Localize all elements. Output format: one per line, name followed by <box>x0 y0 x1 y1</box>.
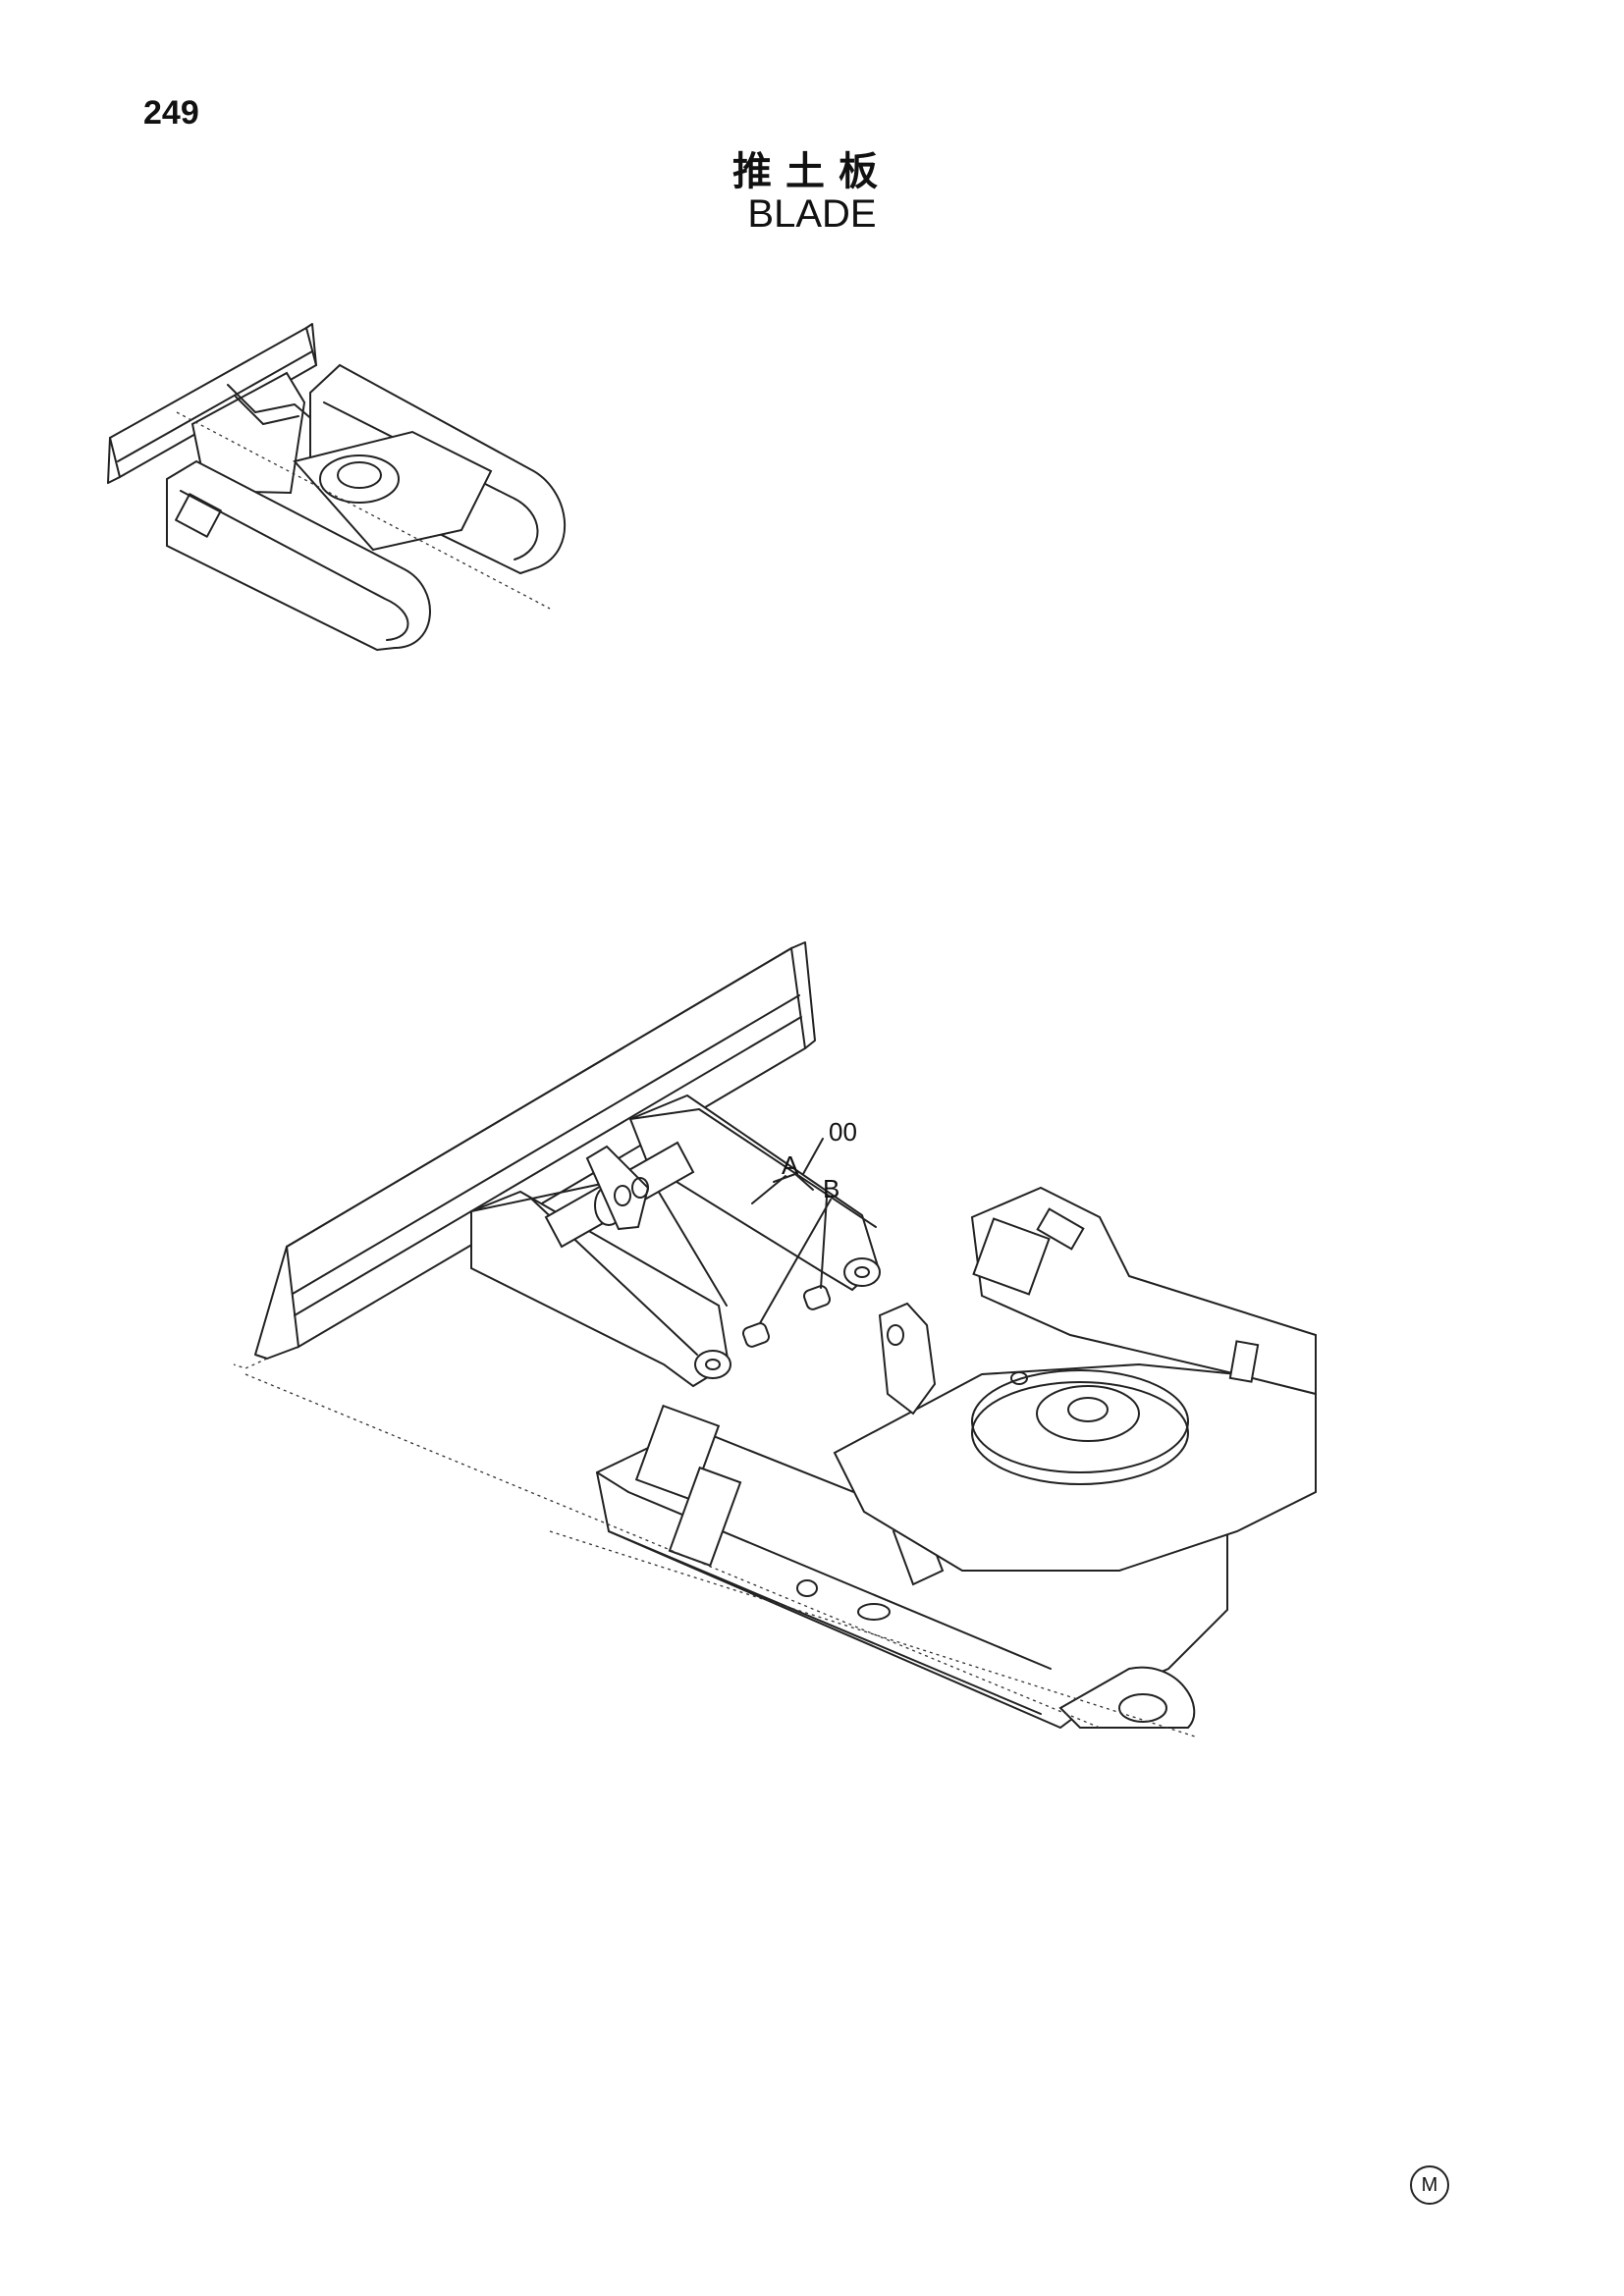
circled-m-mark-icon: M <box>1410 2165 1449 2205</box>
page-number: 249 <box>143 94 199 132</box>
callout-label-a: A <box>782 1150 799 1180</box>
page-title-english: BLADE <box>747 192 877 236</box>
page-title-chinese: 推土板 <box>732 149 892 194</box>
blade-assembly-illustration <box>233 941 1317 1738</box>
undercarriage-overview-illustration <box>107 323 567 652</box>
callout-label-b: B <box>823 1174 839 1203</box>
callout-part-ref: 00 <box>829 1117 857 1147</box>
